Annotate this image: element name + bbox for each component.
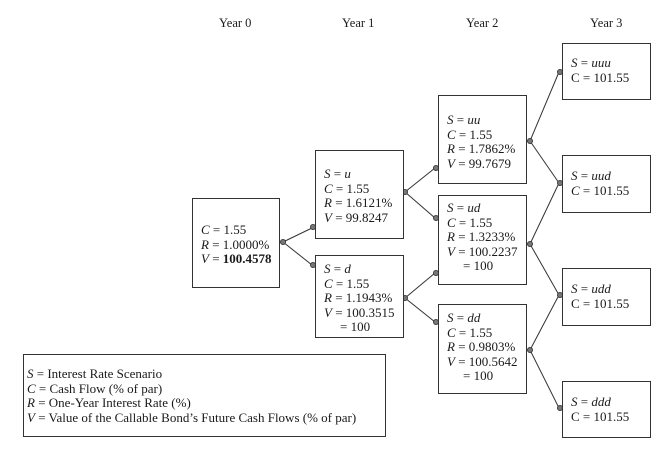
edge-uu-uuu: [529, 71, 560, 142]
legend-item-cash-flow: C = Cash Flow (% of par): [27, 380, 163, 396]
cash-flow-line: C = 101.55: [571, 69, 630, 85]
cash-flow-line: C = 1.55: [324, 180, 370, 196]
scenario-line: S = ddd: [571, 394, 611, 409]
legend-item-scenario: S = Interest Rate Scenario: [27, 366, 163, 381]
legend-item-rate: R = One-Year Interest Rate (%): [27, 395, 191, 410]
call-price-line: = 100: [340, 319, 371, 334]
cash-flow-line: C = 1.55: [324, 275, 370, 291]
scenario-line: S = uuu: [571, 55, 611, 70]
value-line: V = 100.4578: [201, 251, 272, 266]
cash-flow-line: C = 1.55: [447, 214, 493, 230]
value-line: V = 99.7679: [447, 155, 512, 171]
node-box-uu: S = uu C = 1.55 R = 1.7862% V = 99.7679: [438, 95, 527, 184]
node-dot: [279, 238, 286, 245]
year-1-header: Year 1: [342, 16, 375, 30]
node-dot: [527, 346, 534, 353]
cash-flow-line: C = 101.55: [571, 295, 630, 311]
edge-0-u: [282, 227, 313, 243]
node-box-uuu: S = uuu C = 101.55: [562, 43, 651, 100]
edge-ud-uud: [529, 182, 560, 245]
scenario-line: S = udd: [571, 281, 611, 296]
year-3-header: Year 3: [590, 16, 623, 30]
node-box-ud: S = ud C = 1.55 R = 1.3233% V = 100.2237…: [438, 195, 527, 285]
call-price-line: = 100: [463, 258, 494, 273]
value-line: V = 100.3515: [324, 304, 395, 320]
node-box-u: S = u C = 1.55 R = 1.6121% V = 99.8247: [315, 150, 404, 239]
node-box-dd: S = dd C = 1.55 R = 0.9803% V = 100.5642…: [438, 304, 527, 394]
rate-line: R = 1.0000%: [201, 236, 270, 252]
edge-d-ud: [404, 272, 436, 299]
node-dot: [527, 240, 534, 247]
edge-uu-uud: [529, 140, 560, 184]
node-box-ddd: S = ddd C = 101.55: [562, 381, 651, 438]
value-line: V = 100.5642: [447, 353, 518, 369]
scenario-line: S = d: [324, 261, 351, 276]
rate-line: R = 1.6121%: [324, 195, 393, 210]
edge-dd-ddd: [529, 349, 560, 409]
value-line: V = 99.8247: [324, 209, 389, 225]
cash-flow-line: C = 1.55: [447, 324, 493, 340]
edge-0-d: [282, 241, 313, 266]
legend-item-value: V = Value of the Callable Bond’s Future …: [27, 409, 357, 425]
cash-flow-line: C = 1.55: [201, 222, 247, 237]
rate-line: R = 1.3233%: [447, 229, 516, 244]
edge-u-ud: [404, 191, 436, 219]
edge-u-uu: [404, 167, 436, 193]
node-box-d: S = d C = 1.55 R = 1.1943% V = 100.3515 …: [315, 255, 404, 338]
rate-line: R = 0.9803%: [447, 339, 516, 354]
node-dot: [527, 137, 534, 144]
node-box-uud: S = uud C = 101.55: [562, 155, 651, 213]
cash-flow-line: C = 1.55: [447, 126, 493, 142]
scenario-line: S = u: [324, 166, 351, 181]
node-box-udd: S = udd C = 101.55: [562, 268, 651, 326]
node-box-year0: C = 1.55 R = 1.0000% V = 100.4578: [192, 198, 280, 288]
edge-d-dd: [404, 297, 436, 323]
edge-ud-udd: [529, 243, 560, 296]
call-price-line: = 100: [463, 368, 494, 383]
scenario-line: S = dd: [447, 310, 481, 325]
scenario-line: S = uu: [447, 112, 481, 127]
cash-flow-line: C = 101.55: [571, 408, 630, 424]
scenario-line: S = ud: [447, 200, 481, 215]
year-0-header: Year 0: [219, 16, 252, 30]
rate-line: R = 1.1943%: [324, 290, 393, 305]
year-2-header: Year 2: [466, 16, 499, 30]
legend-box: S = Interest Rate Scenario C = Cash Flow…: [23, 354, 386, 437]
rate-line: R = 1.7862%: [447, 141, 516, 156]
value-line: V = 100.2237: [447, 243, 518, 259]
cash-flow-line: C = 101.55: [571, 182, 630, 198]
edge-dd-udd: [529, 294, 560, 351]
scenario-line: S = uud: [571, 168, 611, 183]
